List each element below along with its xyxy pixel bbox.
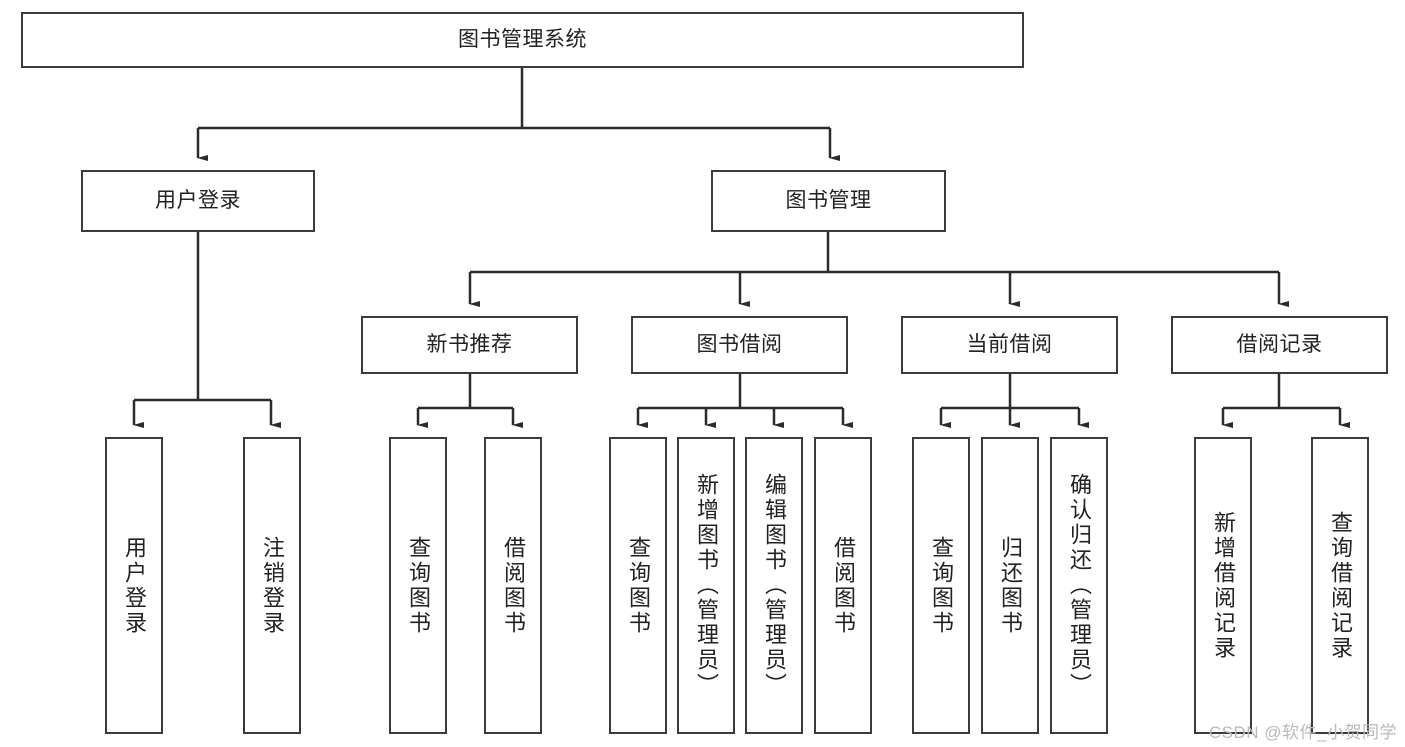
node-new-book-recommend[interactable]: 新书推荐 <box>361 316 578 374</box>
leaf-add-book-admin[interactable]: 新增图书（管理员） <box>677 437 735 734</box>
leaf-borrow-book[interactable]: 借阅图书 <box>814 437 872 734</box>
node-label: 查询图书 <box>626 535 651 636</box>
node-root-system[interactable]: 图书管理系统 <box>21 12 1024 68</box>
leaf-query-book-current[interactable]: 查询图书 <box>912 437 970 734</box>
node-label: 查询图书 <box>929 535 954 636</box>
leaf-add-borrow-record[interactable]: 新增借阅记录 <box>1194 437 1252 734</box>
leaf-query-book-recommend[interactable]: 查询图书 <box>389 437 447 734</box>
leaf-user-login[interactable]: 用户登录 <box>105 437 163 734</box>
leaf-logout[interactable]: 注销登录 <box>243 437 301 734</box>
leaf-borrow-book-recommend[interactable]: 借阅图书 <box>484 437 542 734</box>
node-label: 图书管理 <box>785 189 872 213</box>
node-label: 借阅图书 <box>501 535 526 636</box>
node-label: 当前借阅 <box>966 333 1053 357</box>
node-label: 查询借阅记录 <box>1328 510 1353 661</box>
node-label: 新增借阅记录 <box>1211 510 1236 661</box>
node-label: 编辑图书（管理员） <box>762 473 787 698</box>
leaf-return-book[interactable]: 归还图书 <box>981 437 1039 734</box>
leaf-query-book-borrow[interactable]: 查询图书 <box>609 437 667 734</box>
node-user-login[interactable]: 用户登录 <box>81 170 315 232</box>
leaf-confirm-return-admin[interactable]: 确认归还（管理员） <box>1050 437 1108 734</box>
node-label: 新书推荐 <box>426 333 513 357</box>
node-label: 图书借阅 <box>696 333 783 357</box>
node-label: 用户登录 <box>155 189 241 213</box>
node-label: 归还图书 <box>998 535 1023 636</box>
node-label: 用户登录 <box>122 535 147 636</box>
leaf-query-borrow-record[interactable]: 查询借阅记录 <box>1311 437 1369 734</box>
node-book-management[interactable]: 图书管理 <box>711 170 946 232</box>
node-label: 查询图书 <box>406 535 431 636</box>
node-label: 借阅图书 <box>831 535 856 636</box>
node-label: 图书管理系统 <box>458 28 587 52</box>
node-book-borrow[interactable]: 图书借阅 <box>631 316 848 374</box>
node-current-borrow[interactable]: 当前借阅 <box>901 316 1118 374</box>
node-label: 新增图书（管理员） <box>694 473 719 698</box>
leaf-edit-book-admin[interactable]: 编辑图书（管理员） <box>745 437 803 734</box>
node-label: 确认归还（管理员） <box>1067 473 1092 698</box>
node-borrow-record[interactable]: 借阅记录 <box>1171 316 1388 374</box>
node-label: 注销登录 <box>260 535 285 636</box>
node-label: 借阅记录 <box>1236 333 1323 357</box>
